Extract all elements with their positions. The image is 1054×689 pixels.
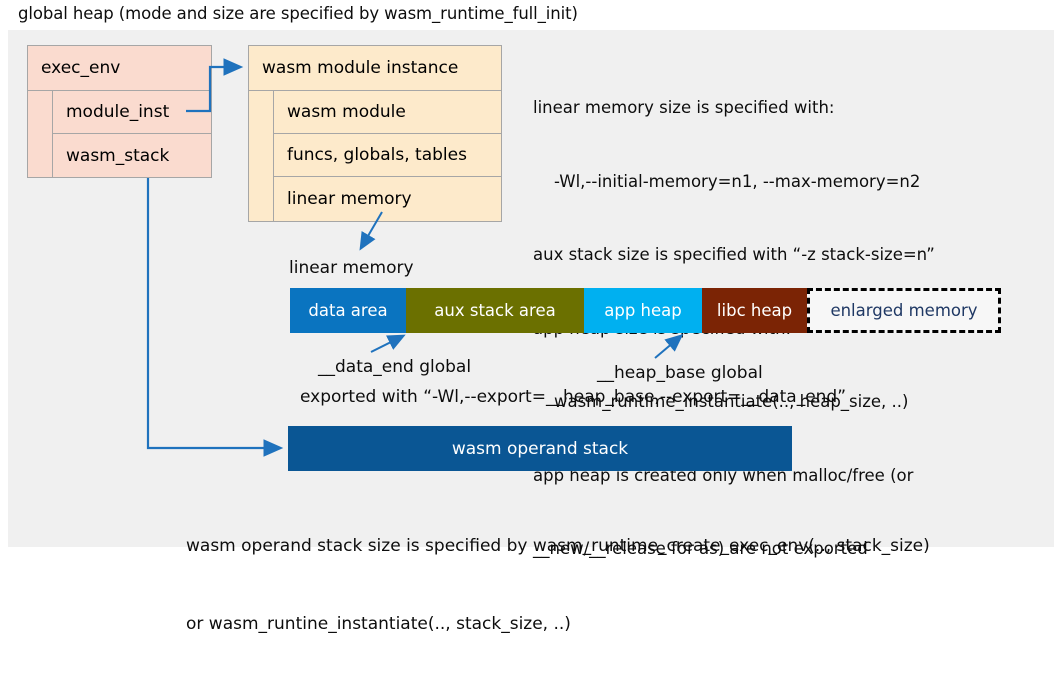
linear-memory-label: linear memory <box>289 258 414 278</box>
memory-segment-enlarged-memory: enlarged memory <box>807 288 1001 333</box>
heap-base-annotation: __heap_base global <box>597 363 763 383</box>
memory-segment-app-heap: app heap <box>584 288 702 333</box>
linear-memory-bar: data area aux stack area app heap libc h… <box>290 288 1001 333</box>
info-line-2: -Wl,--initial-memory=n1, --max-memory=n2 <box>533 171 921 191</box>
caption-line-2: or wasm_runtine_instantiate(.., stack_si… <box>186 614 571 634</box>
exec-env-row-wasm-stack: wasm_stack <box>66 145 170 166</box>
caption-line-1: wasm operand stack size is specified by … <box>186 536 930 556</box>
wasm-module-instance-box: wasm module instance wasm module funcs, … <box>248 45 502 222</box>
memory-segment-libc-heap: libc heap <box>702 288 807 333</box>
module-row-wasm-module: wasm module <box>274 91 501 134</box>
exec-env-header: exec_env <box>28 46 211 91</box>
exec-env-body: module_inst wasm_stack <box>28 91 211 177</box>
wasm-module-instance-body: wasm module funcs, globals, tables linea… <box>249 91 501 221</box>
wasm-module-instance-header: wasm module instance <box>249 46 501 91</box>
module-row-linear-memory: linear memory <box>287 189 412 209</box>
exec-env-rows: module_inst wasm_stack <box>53 91 211 177</box>
module-row-funcs-globals-tables: funcs, globals, tables <box>274 134 501 177</box>
wasm-module-instance-gutter <box>249 91 274 221</box>
info-line-3: aux stack size is specified with “-z sta… <box>533 245 935 264</box>
exec-env-gutter <box>28 91 53 177</box>
data-end-annotation: __data_end global <box>318 357 472 377</box>
export-flags-annotation: exported with “-Wl,--export=__heap_base,… <box>300 387 847 407</box>
exec-env-row-module-inst: module_inst <box>53 91 211 134</box>
memory-segment-aux-stack-area: aux stack area <box>406 288 584 333</box>
memory-segment-data-area: data area <box>290 288 406 333</box>
diagram-canvas: global heap (mode and size are specified… <box>8 4 1054 634</box>
page-title: global heap (mode and size are specified… <box>18 4 578 23</box>
wasm-module-instance-rows: wasm module funcs, globals, tables linea… <box>274 91 501 221</box>
info-line-5: wasm_runtime_instantiate(.., heap_size, … <box>533 392 909 411</box>
exec-env-box: exec_env module_inst wasm_stack <box>27 45 212 178</box>
info-line-1: linear memory size is specified with: <box>533 98 835 117</box>
operand-stack-caption: wasm operand stack size is specified by … <box>186 481 930 689</box>
wasm-operand-stack-box: wasm operand stack <box>288 426 792 471</box>
